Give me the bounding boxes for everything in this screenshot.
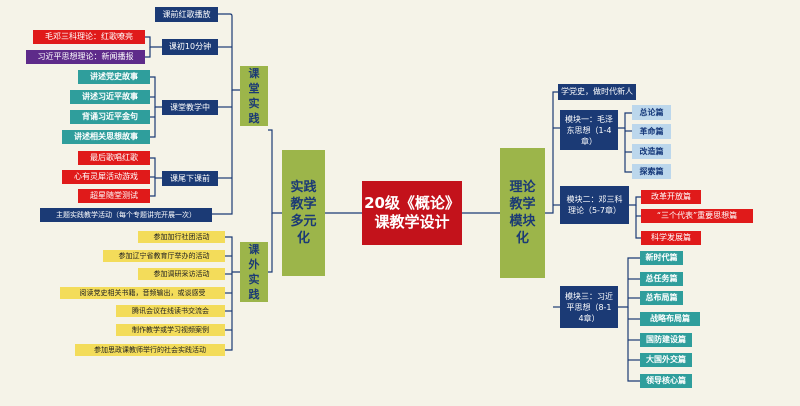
extra-item-5[interactable]: 腾讯会议在线读书交流会 xyxy=(116,305,225,317)
module-3-item-7[interactable]: 领导核心篇 xyxy=(640,374,692,388)
module-1-item-1[interactable]: 总论篇 xyxy=(632,105,671,120)
middle-item-1[interactable]: 讲述党史故事 xyxy=(78,70,150,84)
intro-item-1[interactable]: 毛邓三科理论：红歌嘹亮 xyxy=(33,30,145,44)
module-1-item-3[interactable]: 改造篇 xyxy=(632,144,671,159)
module-3-node[interactable]: 模块三：习近平思想（8-14章） xyxy=(560,286,618,328)
classroom-practice-node[interactable]: 课堂实践 xyxy=(240,66,268,126)
middle-item-4[interactable]: 讲述相关思想故事 xyxy=(62,130,150,144)
end-item-3[interactable]: 超星随堂测试 xyxy=(78,189,150,203)
extra-item-2[interactable]: 参加辽宁省教育厅举办的活动 xyxy=(103,250,225,262)
extra-practice-node[interactable]: 课外实践 xyxy=(240,242,268,302)
theory-top-node[interactable]: 学党史，做时代新人 xyxy=(558,84,636,100)
intro-node[interactable]: 课初10分钟 xyxy=(162,39,218,55)
module-2-item-2[interactable]: “三个代表”重要思想篇 xyxy=(641,209,753,223)
module-3-item-3[interactable]: 总布局篇 xyxy=(640,291,683,305)
middle-node[interactable]: 课堂教学中 xyxy=(162,100,218,115)
module-3-item-5[interactable]: 国防建设篇 xyxy=(640,333,692,347)
middle-item-2[interactable]: 讲述习近平故事 xyxy=(70,90,150,104)
center-topic[interactable]: 20级《概论》课教学设计 xyxy=(362,181,462,245)
module-1-item-4[interactable]: 探索篇 xyxy=(632,164,671,179)
pre-class-node[interactable]: 课前红歌播放 xyxy=(155,7,218,22)
theme-activity-node[interactable]: 主题实践教学活动（每个专题讲完开展一次） xyxy=(40,208,212,222)
theory-main-node[interactable]: 理论教学模块化 xyxy=(500,148,545,278)
module-1-node[interactable]: 模块一：毛泽东思想（1-4章） xyxy=(560,110,618,150)
middle-item-3[interactable]: 背诵习近平金句 xyxy=(70,110,150,124)
extra-item-3[interactable]: 参加调研采访活动 xyxy=(138,268,225,280)
module-1-item-2[interactable]: 革命篇 xyxy=(632,124,671,139)
end-node[interactable]: 课尾下课前 xyxy=(162,171,218,186)
extra-item-7[interactable]: 参加思政课教师举行的社会实践活动 xyxy=(75,344,225,356)
module-2-node[interactable]: 模块二：邓三科理论（5-7章） xyxy=(560,186,629,224)
module-3-item-1[interactable]: 新时代篇 xyxy=(640,251,683,265)
module-3-item-4[interactable]: 战略布局篇 xyxy=(640,312,700,326)
practice-main-node[interactable]: 实践教学多元化 xyxy=(282,150,325,276)
intro-item-2[interactable]: 习近平思想理论：新闻播报 xyxy=(26,50,145,64)
extra-item-6[interactable]: 制作教学或学习视频案例 xyxy=(116,324,225,336)
module-2-item-1[interactable]: 改革开放篇 xyxy=(641,190,701,204)
module-2-item-3[interactable]: 科学发展篇 xyxy=(641,231,701,245)
module-3-item-6[interactable]: 大国外交篇 xyxy=(640,353,692,367)
end-item-2[interactable]: 心有灵犀活动游戏 xyxy=(62,170,150,184)
module-3-item-2[interactable]: 总任务篇 xyxy=(640,272,683,286)
end-item-1[interactable]: 最后歌唱红歌 xyxy=(78,151,150,165)
extra-item-4[interactable]: 阅读党史相关书籍，音频输出，或谈感受 xyxy=(60,287,225,299)
extra-item-1[interactable]: 参加加行社团活动 xyxy=(138,231,225,243)
